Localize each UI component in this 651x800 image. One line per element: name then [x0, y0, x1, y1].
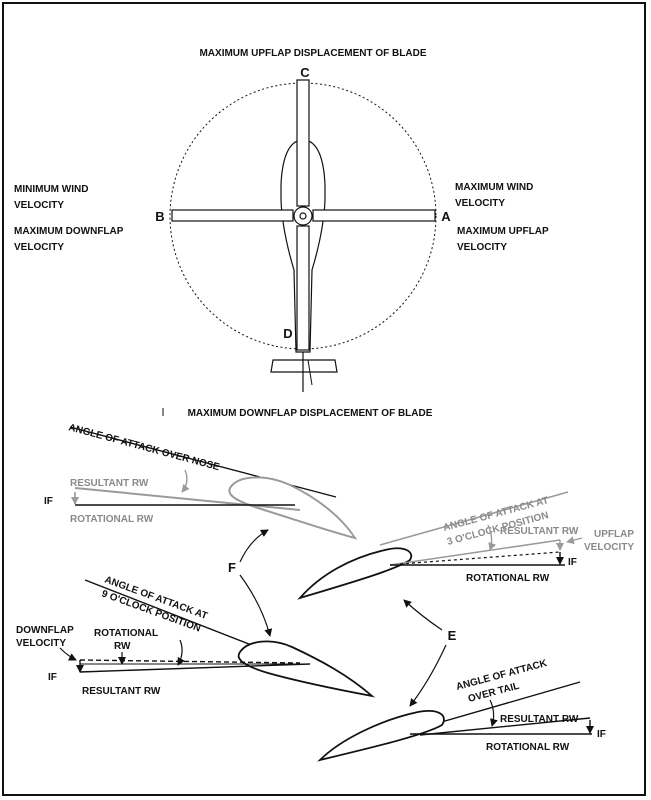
letter-d: D [283, 326, 292, 341]
callout-f: F [228, 560, 236, 575]
label-max-wind-velocity-1: MAXIMUM WIND [455, 182, 533, 193]
callout-e-arrow-up [403, 599, 443, 631]
dashed-line-9 [79, 659, 301, 664]
label-rotational-rw-3: ROTATIONAL RW [466, 573, 550, 584]
label-rotational-9-line1: ROTATIONAL [94, 628, 158, 639]
rotor-mast [299, 212, 307, 220]
downflap-pointer [59, 647, 77, 661]
callout-f-arrow-down [239, 574, 273, 637]
label-max-downflap-velocity-2: VELOCITY [14, 242, 64, 253]
title-max-downflap-displacement: MAXIMUM DOWNFLAP DISPLACEMENT OF BLADE [188, 408, 433, 419]
label-min-wind-velocity-1: MINIMUM WIND [14, 184, 88, 195]
airfoil-tail [317, 710, 445, 762]
aoa-arc-tail [489, 699, 498, 727]
letter-a: A [441, 209, 451, 224]
horizontal-stabilizer [270, 359, 338, 373]
dashed-line-3 [399, 551, 561, 565]
resultant-rw-line-3 [389, 539, 561, 566]
aoa-arc-nose [181, 469, 190, 493]
airfoil-3-oclock [297, 547, 413, 600]
label-downflap-velocity-1: DOWNFLAP [16, 625, 74, 636]
label-rotational-rw-tail: ROTATIONAL RW [486, 742, 570, 753]
tail-rotor [307, 359, 313, 386]
upflap-pointer [566, 536, 583, 545]
label-rotational-rw-nose: ROTATIONAL RW [70, 514, 154, 525]
title-max-upflap-displacement: MAXIMUM UPFLAP DISPLACEMENT OF BLADE [199, 48, 426, 59]
letter-b: B [155, 209, 164, 224]
callout-e-arrow-down [409, 644, 447, 707]
label-if-nose: IF [44, 496, 53, 507]
aoa-arc-3 [487, 524, 497, 551]
label-max-upflap-velocity-2: VELOCITY [457, 242, 507, 253]
airfoil-3-oclock-group: ANGLE OF ATTACK AT 3 O'CLOCK POSITION RE… [297, 491, 634, 600]
label-if-9: IF [48, 672, 57, 683]
label-downflap-velocity-2: VELOCITY [16, 638, 66, 649]
resultant-rw-line-nose [74, 487, 301, 511]
label-resultant-rw-9: RESULTANT RW [82, 686, 161, 697]
label-upflap-velocity-1: UPFLAP [594, 529, 634, 540]
label-rotational-9-line2: RW [114, 641, 131, 652]
airfoil-9-oclock [237, 640, 376, 698]
label-max-downflap-velocity-1: MAXIMUM DOWNFLAP [14, 226, 124, 237]
blade-d [296, 225, 310, 351]
aoa-line-3 [379, 491, 569, 546]
label-upflap-velocity-2: VELOCITY [584, 542, 634, 553]
letter-c: C [300, 65, 310, 80]
callout-f-arrow-up [239, 529, 269, 563]
label-if-3: IF [568, 557, 577, 568]
airfoil-over-tail-group: ANGLE OF ATTACK OVER TAIL RESULTANT RW I… [317, 658, 606, 762]
label-resultant-rw-tail: RESULTANT RW [500, 714, 579, 725]
blade-b [171, 209, 294, 222]
label-min-wind-velocity-2: VELOCITY [14, 200, 64, 211]
label-if-tail: IF [597, 729, 606, 740]
label-max-upflap-velocity-1: MAXIMUM UPFLAP [457, 226, 549, 237]
label-resultant-rw-nose: RESULTANT RW [70, 478, 149, 489]
blade-c [296, 79, 310, 207]
resultant-rw-line-tail [419, 717, 591, 736]
label-resultant-rw-3: RESULTANT RW [500, 526, 579, 537]
label-max-wind-velocity-2: VELOCITY [455, 198, 505, 209]
airfoil-over-nose-group: ANGLE OF ATTACK OVER NOSE RESULTANT RW I… [44, 422, 358, 540]
airfoil-nose [228, 476, 358, 540]
resultant-rw-line-9 [79, 663, 311, 673]
callout-e: E [448, 628, 457, 643]
blade-a [312, 209, 436, 222]
label-aoa-over-nose: ANGLE OF ATTACK OVER NOSE [67, 422, 221, 473]
aoa-arc-9 [177, 639, 185, 666]
